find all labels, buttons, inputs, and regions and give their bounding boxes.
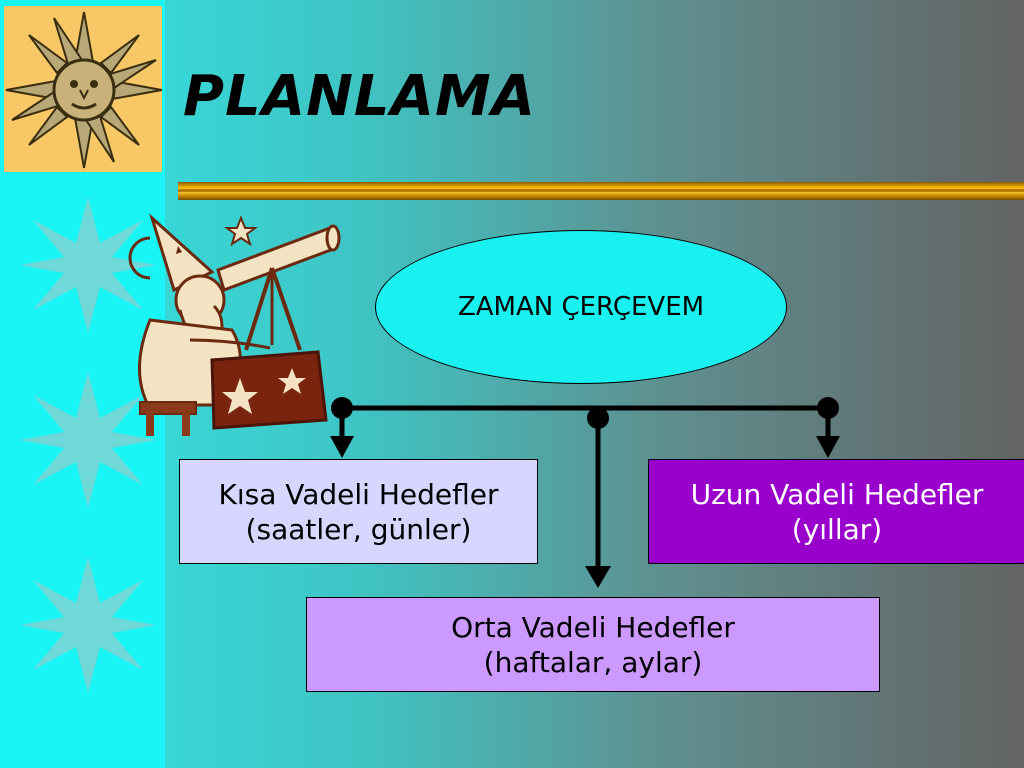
short-term-goals-box: Kısa Vadeli Hedefler (saatler, günler): [179, 459, 538, 564]
pale-stars-pattern: [20, 197, 156, 693]
gold-divider: [178, 182, 1024, 200]
pale-star-icon: [20, 197, 156, 333]
sun-tile: [4, 6, 163, 172]
mid-term-subtitle: (haftalar, aylar): [483, 645, 703, 679]
small-star-icon: [224, 215, 258, 247]
root-node-label: ZAMAN ÇERÇEVEM: [457, 292, 705, 322]
pale-star-icon: [20, 372, 156, 508]
sun-face-icon: [5, 11, 163, 169]
mid-term-title: Orta Vadeli Hedefler: [451, 610, 735, 644]
arrow-down-icon: [585, 566, 611, 588]
mid-term-goals-box: Orta Vadeli Hedefler (haftalar, aylar): [306, 597, 880, 692]
arrow-down-icon: [330, 436, 354, 458]
arrow-down-icon: [816, 436, 840, 458]
slide-title: PLANLAMA: [183, 64, 537, 129]
short-term-title: Kısa Vadeli Hedefler: [218, 477, 499, 511]
crescent-moon-icon: [128, 236, 151, 280]
short-term-subtitle: (saatler, günler): [245, 512, 472, 546]
long-term-title: Uzun Vadeli Hedefler: [690, 477, 984, 511]
long-term-subtitle: (yıllar): [791, 512, 883, 546]
long-term-goals-box: Uzun Vadeli Hedefler (yıllar): [648, 459, 1024, 564]
root-ellipse-node: ZAMAN ÇERÇEVEM: [375, 230, 787, 384]
pale-star-icon: [20, 557, 156, 693]
